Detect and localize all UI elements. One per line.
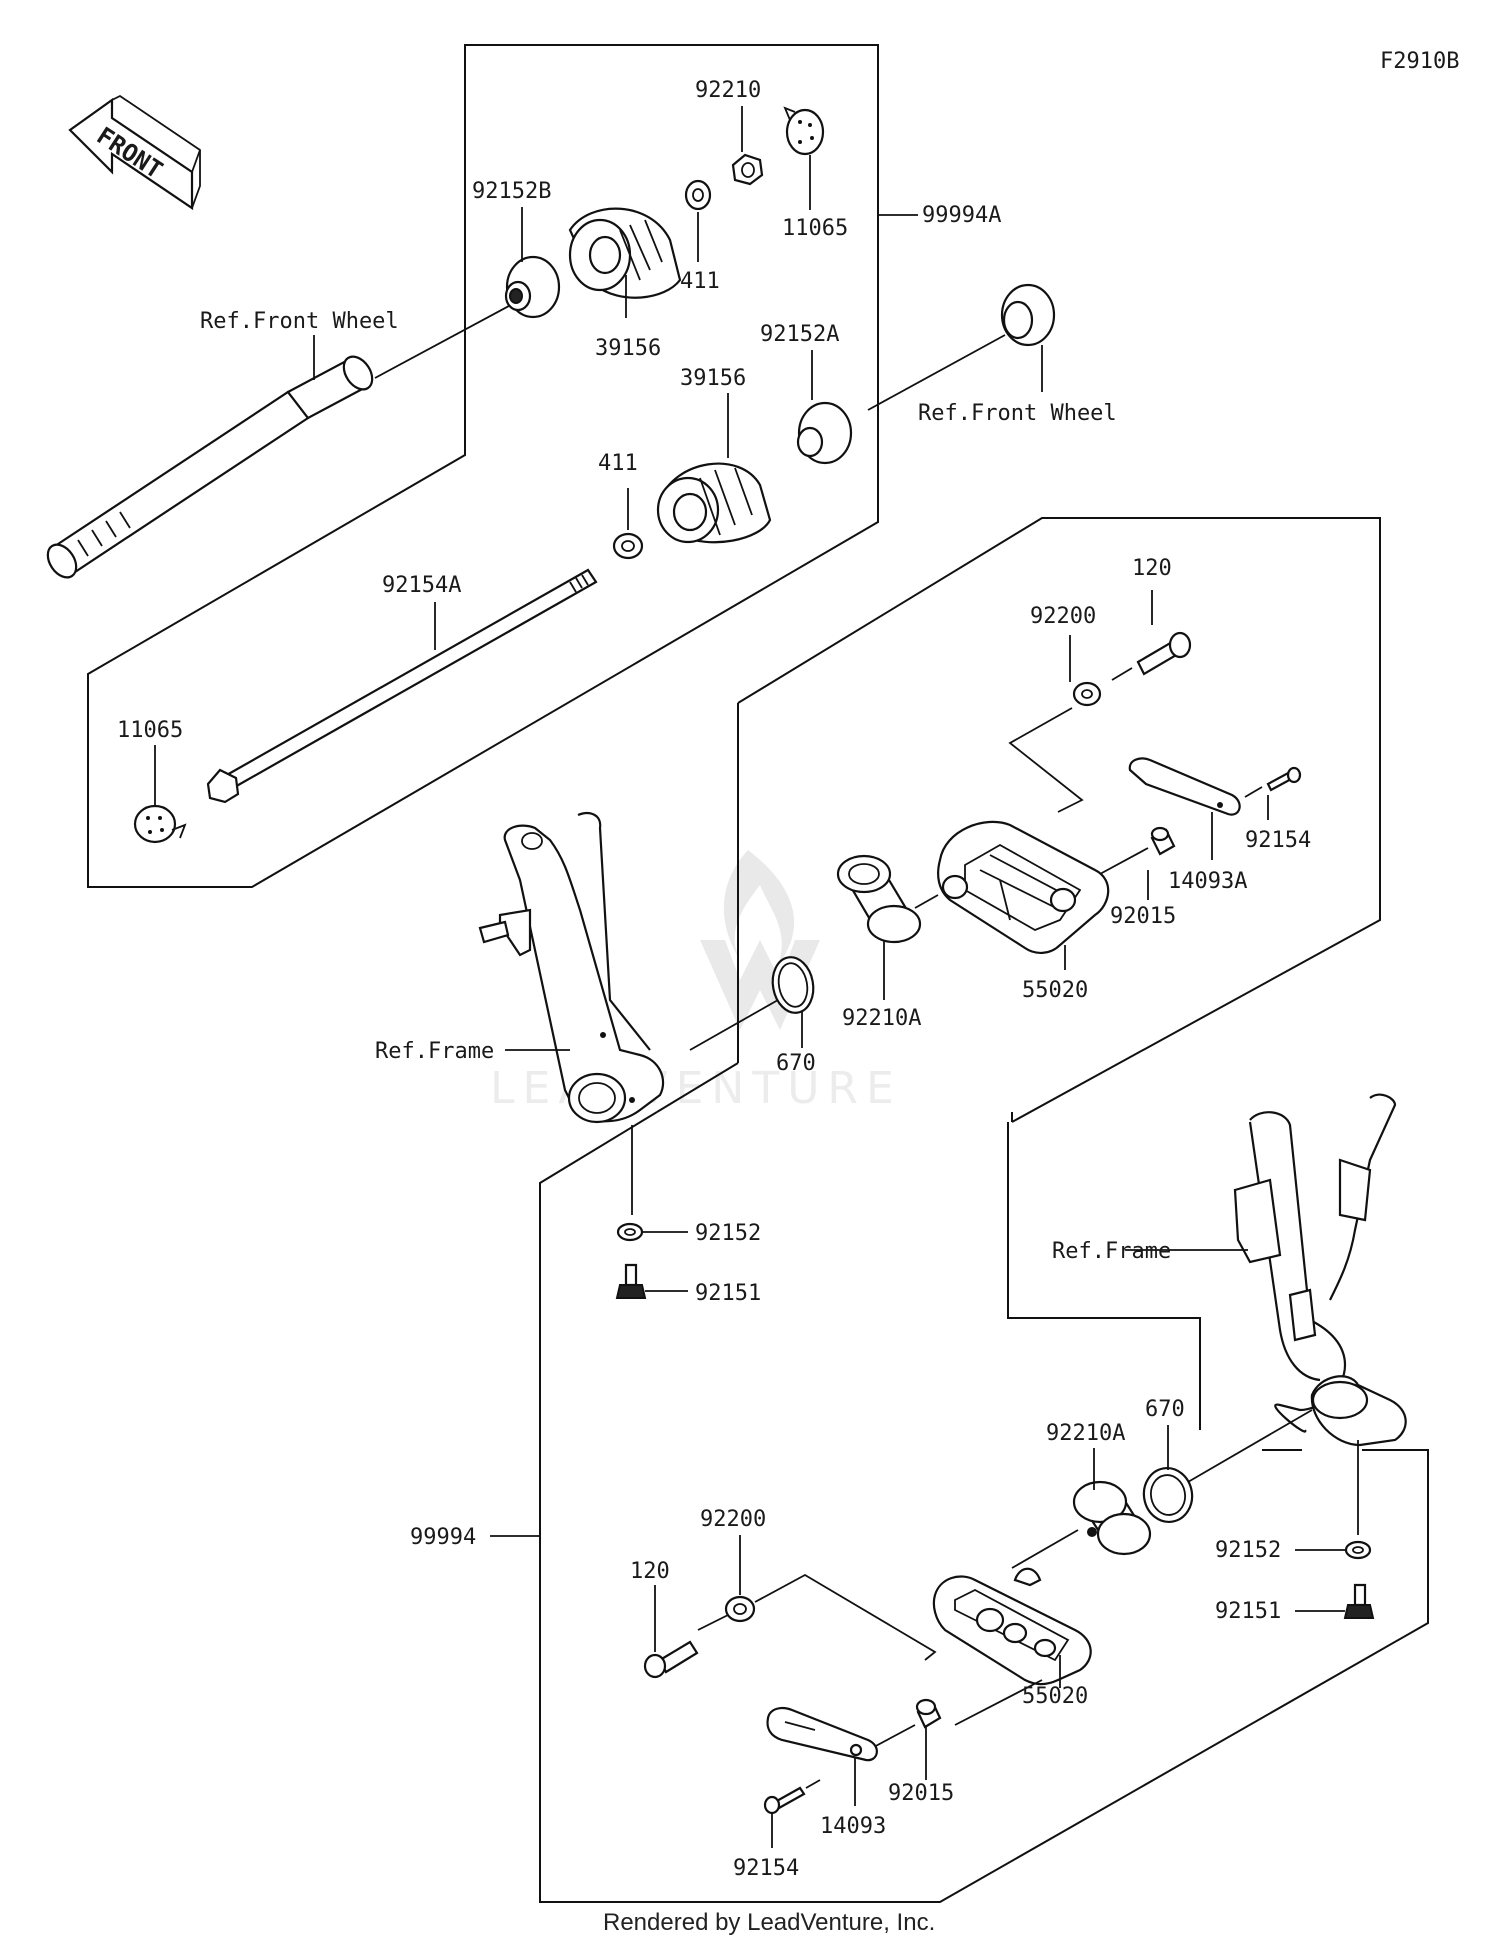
label-92154A: 92154A	[382, 573, 461, 598]
plate-14093	[766, 1707, 878, 1762]
spacer-92015-bottom	[915, 1698, 942, 1729]
footer-credit: Rendered by LeadVenture, Inc.	[603, 1909, 935, 1936]
washer-92200-bottom	[724, 1595, 756, 1623]
diagram-id: F2910B	[1380, 49, 1459, 74]
label-55020-bottom: 55020	[1022, 1684, 1088, 1709]
label-14093A: 14093A	[1168, 869, 1247, 894]
label-92210A-bottom: 92210A	[1046, 1421, 1125, 1446]
label-670-top: 670	[776, 1051, 816, 1076]
kit-99994A-outline	[87, 44, 879, 888]
label-92152B: 92152B	[472, 179, 551, 204]
label-11065-top: 11065	[782, 216, 848, 241]
frame-slider-55020-bottom	[932, 1567, 1092, 1686]
label-99994: 99994	[410, 1525, 476, 1550]
label-92154-bottom: 92154	[733, 1856, 799, 1881]
label-92154-top: 92154	[1245, 828, 1311, 853]
label-ref-frame-top: Ref.Frame	[375, 1039, 494, 1064]
bolt-120-top	[1136, 631, 1192, 676]
slider-cap-39156-top	[568, 207, 682, 299]
label-39156-top: 39156	[595, 336, 661, 361]
label-120-top: 120	[1132, 556, 1172, 581]
label-ref-front-wheel-right: Ref.Front Wheel	[918, 401, 1117, 426]
label-ref-frame-right: Ref.Frame	[1052, 1239, 1171, 1264]
screw-92154-top	[1266, 766, 1302, 792]
label-670-bottom: 670	[1145, 1397, 1185, 1422]
label-92152-right: 92152	[1215, 1538, 1281, 1563]
label-ref-front-wheel-left: Ref.Front Wheel	[200, 309, 399, 334]
bolt-92154A	[206, 568, 598, 804]
bolt-120-bottom	[643, 1640, 699, 1679]
washer-411-mid	[612, 532, 644, 560]
label-92152A: 92152A	[760, 322, 839, 347]
label-92210A-top: 92210A	[842, 1006, 921, 1031]
o-ring-670-top	[771, 956, 815, 1014]
middle-section-outline	[737, 517, 1381, 1123]
watermark-text: LEADVENTURE	[490, 1063, 902, 1114]
spacer-92015-top	[1150, 826, 1176, 856]
bolt-92151-left	[615, 1263, 647, 1299]
washer-92152-left	[616, 1222, 644, 1242]
label-92152-left: 92152	[695, 1221, 761, 1246]
collar-92210A-bottom	[1072, 1480, 1152, 1556]
washer-411-top	[684, 179, 712, 211]
label-92200-top: 92200	[1030, 604, 1096, 629]
washer-92200-top	[1072, 681, 1102, 707]
cap-11065-top	[783, 106, 825, 156]
label-92015-bottom: 92015	[888, 1781, 954, 1806]
slider-cap-39156-mid	[656, 462, 772, 544]
label-120-bottom: 120	[630, 1559, 670, 1584]
frame-ref-right	[1233, 1093, 1407, 1447]
label-11065-left: 11065	[117, 718, 183, 743]
label-411-mid: 411	[598, 451, 638, 476]
label-92210: 92210	[695, 78, 761, 103]
cap-11065-left	[133, 804, 187, 844]
label-55020-top: 55020	[1022, 978, 1088, 1003]
label-39156-mid: 39156	[680, 366, 746, 391]
frame-slider-55020-top	[937, 820, 1110, 954]
label-92015-top: 92015	[1110, 904, 1176, 929]
front-arrow-icon: FRONT	[68, 94, 201, 211]
collar-92210A-top	[836, 854, 922, 944]
collar-92152A	[796, 401, 853, 465]
frame-ref-top	[478, 811, 665, 1124]
plate-14093A	[1128, 757, 1241, 816]
collar-92152B	[504, 255, 561, 319]
label-99994A: 99994A	[922, 203, 1001, 228]
front-axle-ref	[46, 355, 374, 579]
o-ring-670-bottom	[1142, 1466, 1194, 1524]
washer-92152-right	[1344, 1540, 1372, 1560]
label-92151-left: 92151	[695, 1281, 761, 1306]
front-wheel-collar-ref	[1000, 283, 1056, 347]
kit-99994-outline	[539, 1111, 1429, 1903]
label-92200-bottom: 92200	[700, 1507, 766, 1532]
screw-92154-bottom	[763, 1786, 806, 1815]
label-14093: 14093	[820, 1814, 886, 1839]
label-92151-right: 92151	[1215, 1599, 1281, 1624]
nut-92210	[731, 153, 764, 186]
label-411-top: 411	[680, 269, 720, 294]
bolt-92151-right	[1343, 1583, 1375, 1619]
